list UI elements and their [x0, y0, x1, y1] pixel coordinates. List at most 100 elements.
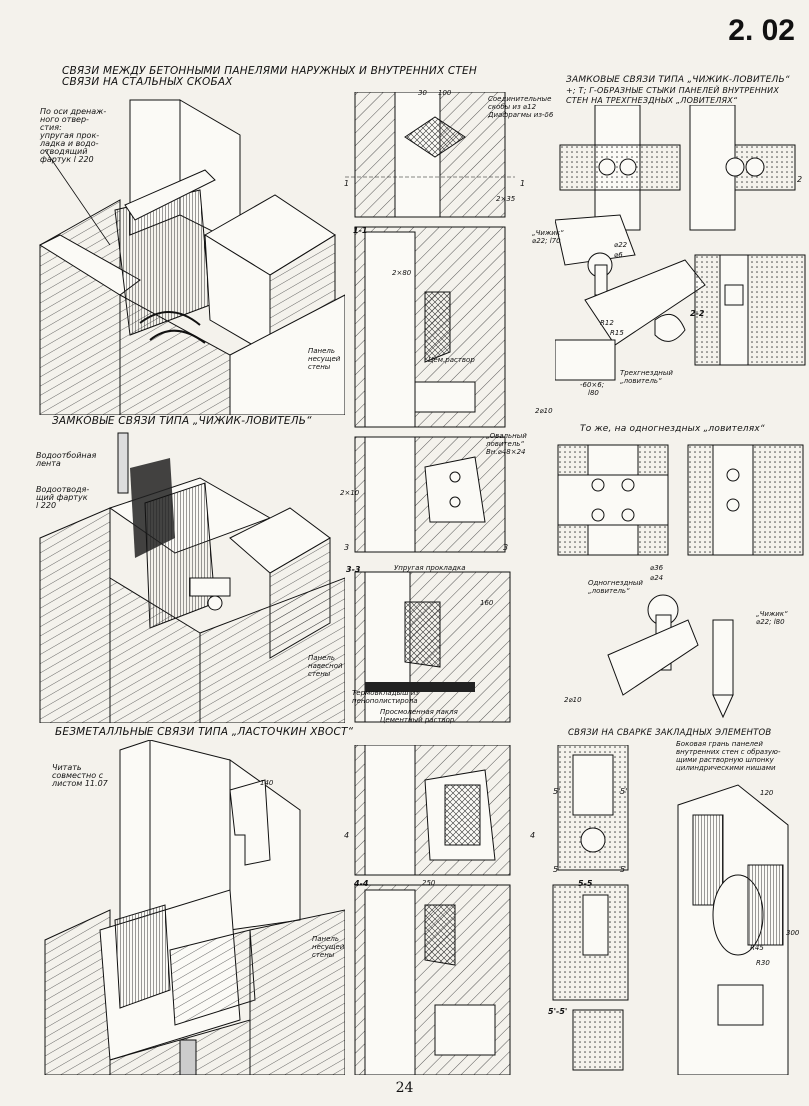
single-note-1: Одногнездный	[588, 579, 643, 587]
cut-mark-5p: 5'	[553, 787, 561, 796]
dim-d6: ⌀6	[614, 251, 623, 259]
welding-title: СВЯЗИ НА СВАРКЕ ЗАКЛАДНЫХ ЭЛЕМЕНТОВ	[568, 728, 772, 738]
bearing-b-2: несущей	[312, 943, 345, 951]
middle-sections	[345, 92, 515, 723]
curtain-panel-1: Панель	[308, 654, 336, 662]
bearing-panel-3: стены	[308, 363, 331, 371]
dim-140: 140	[260, 779, 274, 787]
chizhik-b-note-2: ⌀22; l80	[756, 618, 785, 626]
chizhik-note-2: ⌀22; l70	[532, 237, 561, 245]
dim-120: 120	[760, 789, 774, 797]
cut-mark-2: 2	[797, 175, 803, 184]
nonmetal-title: БЕЗМЕТАЛЛЬНЫЕ СВЯЗИ ТИПА „ЛАСТОЧКИН ХВОС…	[55, 726, 354, 738]
dim-r15: R15	[610, 329, 624, 337]
bearing-panel-2: несущей	[308, 355, 341, 363]
single-note-2: „ловитель“	[588, 587, 630, 595]
bearing-b-1: Панель	[312, 935, 340, 943]
steel-brackets-title: СВЯЗИ НА СТАЛЬНЫХ СКОБАХ	[62, 76, 233, 88]
bracket-note-1: Соединительные	[488, 95, 552, 103]
read-note-2: совместно с	[52, 771, 104, 780]
dim-r45: R45	[750, 944, 764, 952]
dim-100: 100	[438, 89, 452, 97]
read-note-3: листом 11.07	[52, 779, 108, 788]
side-note-1: Боковая грань панелей	[676, 740, 763, 748]
water-apron-2: щий фартук	[36, 493, 88, 502]
page-number: 24	[395, 1080, 414, 1096]
dim-d22: ⌀22	[614, 241, 628, 249]
dim-r30: R30	[756, 959, 770, 967]
side-note-2: внутренних стен с образую-	[676, 748, 781, 756]
drain-note-7: фартук l 220	[40, 155, 94, 164]
oval-note-3: Вн.⌀48×24	[486, 448, 526, 456]
cement-bolt-note: Цем.раствор	[428, 356, 475, 364]
bracket-note-2: скобы из ⌀12	[488, 103, 537, 111]
cut-mark-4b: 4	[530, 831, 536, 840]
dim-30: 30	[418, 89, 427, 97]
cut-mark-1: 1	[344, 179, 350, 188]
plate-length: l80	[588, 389, 599, 397]
curtain-panel-3: стены	[308, 670, 331, 678]
cut-mark-1b: 1	[520, 179, 526, 188]
lock-right-title-3: СТЕН НА ТРЕХГНЕЗДНЫХ „ЛОВИТЕЛЯХ“	[566, 96, 738, 105]
dim-d24: ⌀24	[650, 574, 664, 582]
drain-note-4: упругая прок-	[40, 131, 100, 140]
drain-note-6: отводящий	[40, 147, 88, 156]
cut-mark-3: 3	[344, 543, 350, 552]
chizhik-note-1: „Чижик“	[532, 229, 564, 237]
lock-chizhik-title: ЗАМКОВЫЕ СВЯЗИ ТИПА „ЧИЖИК-ЛОВИТЕЛЬ“	[52, 415, 312, 427]
water-tape-2: лента	[36, 459, 61, 468]
section-5-5: 5-5	[578, 879, 593, 888]
sheet-number: 2. 02	[728, 14, 795, 47]
section-3-3: 3-3	[346, 565, 361, 574]
cut-mark-5: 5	[553, 865, 559, 874]
main-title: СВЯЗИ МЕЖДУ БЕТОННЫМИ ПАНЕЛЯМИ НАРУЖНЫХ …	[62, 65, 477, 77]
dim-2x10: 2×10	[340, 489, 360, 497]
thermal-note-1: Термовкладыш из	[352, 689, 419, 697]
section-4-4: 4-4	[354, 879, 369, 888]
elastic-note: Упругая прокладка	[394, 564, 466, 572]
rod-note: 2⌀10	[535, 407, 553, 415]
dim-160: 160	[480, 599, 494, 607]
side-note-4: цилиндрическими нишами	[676, 764, 776, 772]
dim-2x80: 2×80	[392, 269, 412, 277]
chizhik-b-note-1: „Чижик“	[756, 610, 788, 618]
drain-note-5: ладка и водо-	[40, 139, 99, 148]
drain-note-2: ного отвер-	[40, 115, 89, 124]
drain-note-1: По оси дренаж-	[40, 107, 107, 116]
dim-d36: ⌀36	[650, 564, 664, 572]
bracket-note-3: Диафрагмы из-δ6	[488, 111, 554, 119]
right-trisocket-plans	[555, 105, 806, 381]
iso-steel-brackets	[38, 99, 345, 415]
bearing-b-3: стены	[312, 951, 335, 959]
bearing-panel-1: Панель	[308, 347, 336, 355]
dim-2x35: 2×35	[496, 195, 516, 203]
thermal-note-2: пенополистирола	[352, 697, 418, 705]
dim-250: 250	[422, 879, 436, 887]
tow-note: Просмоленная пакля	[380, 708, 458, 716]
right-welding	[552, 745, 789, 1075]
section-5p-5p: 5'-5'	[548, 1007, 568, 1016]
rod-note-b: 2⌀10	[564, 696, 582, 704]
lock-right-title-1: ЗАМКОВЫЕ СВЯЗИ ТИПА „ЧИЖИК-ЛОВИТЕЛЬ“	[566, 75, 790, 85]
dim-300: 300	[786, 929, 800, 937]
oval-note-2: ловитель“	[486, 440, 525, 448]
side-note-3: щими растворную шпонку	[676, 756, 774, 764]
oval-note-1: „Овальный	[486, 432, 527, 440]
section-1-1: 1-1	[353, 226, 368, 235]
dim-r12: R12	[600, 319, 614, 327]
water-apron-3: l 220	[36, 501, 57, 510]
drain-note-3: стия:	[40, 123, 62, 132]
right-single-socket	[557, 444, 804, 719]
trisocket-note-2: „ловитель“	[620, 377, 662, 385]
single-socket-title: То же, на одногнездных „ловителях“	[580, 424, 765, 434]
plate-note: -60×6;	[580, 381, 605, 389]
iso-dovetail	[44, 740, 345, 1075]
curtain-panel-2: навесной	[308, 662, 343, 670]
cut-mark-3b: 3	[503, 543, 509, 552]
lock-right-title-2: +; Т; Г-ОБРАЗНЫЕ СТЫКИ ПАНЕЛЕЙ ВНУТРЕННИ…	[566, 86, 780, 95]
water-tape-1: Водоотбойная	[36, 451, 97, 460]
cut-mark-4: 4	[344, 831, 350, 840]
trisocket-note-1: Трехгнездный	[620, 369, 673, 377]
read-note-1: Читать	[52, 763, 82, 772]
middle-sections-lower	[354, 745, 511, 1075]
